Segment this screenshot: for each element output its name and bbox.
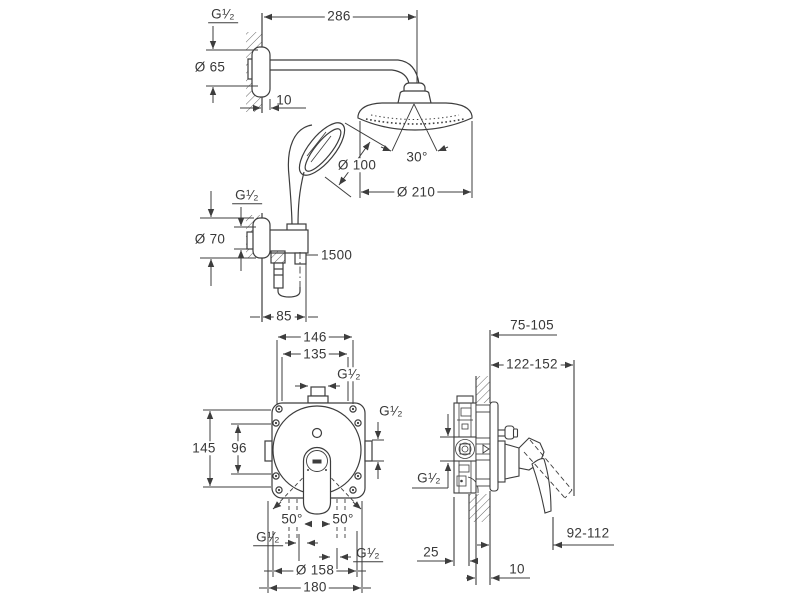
hand-shower-view: [246, 122, 346, 322]
diverter-knob: [504, 425, 515, 440]
label-holder-flange: Ø 70: [192, 232, 228, 246]
label-outer-hole-width: 146: [300, 330, 330, 344]
label-lever-projection: 92-112: [566, 525, 610, 541]
label-top-thread: G¹⁄₂: [334, 367, 364, 381]
label-depth-range-plate: 75-105: [510, 317, 554, 333]
label-spray-angle: 30°: [403, 150, 431, 164]
hand-shower-face: [298, 122, 346, 176]
label-box-depth: 25: [423, 544, 439, 560]
label-arm-length: 286: [324, 9, 354, 23]
label-bottom-thread-left: G¹⁄₂: [253, 530, 283, 546]
head-shower-view: [246, 13, 473, 131]
label-head-diameter: Ø 210: [394, 185, 438, 199]
side-port-left: [264, 440, 273, 462]
label-holder-projection: 85: [273, 309, 295, 323]
shower-hose: [277, 287, 301, 298]
mixer-front-view: [264, 386, 373, 540]
shower-holder: [268, 229, 309, 254]
lever-handle-front: [302, 446, 332, 515]
screw-holes: [272, 405, 362, 494]
label-escutcheon-diameter: Ø 158: [293, 563, 337, 577]
label-lever-angle-left: 50°: [278, 512, 306, 526]
holder-flange: [252, 217, 271, 259]
plate-side: [489, 401, 499, 492]
shower-head: [357, 102, 473, 131]
mixer-side-view: [453, 330, 575, 585]
label-lever-angle-right: 50°: [329, 512, 357, 526]
label-hose-length: 1500: [321, 247, 353, 263]
label-arm-wall-offset: 10: [276, 92, 292, 108]
arm-flange: [251, 46, 271, 98]
label-inlet-thread: G¹⁄₂: [417, 470, 441, 486]
label-inner-hole-height: 96: [228, 441, 250, 455]
label-outer-hole-height: 145: [189, 441, 219, 455]
inlet-port: [455, 439, 475, 459]
front-dimensions: [203, 333, 384, 593]
label-handshower-diameter: Ø 100: [335, 158, 379, 172]
label-wall-offset: 10: [509, 561, 525, 577]
label-flange-diameter: Ø 65: [192, 60, 228, 74]
side-port-right: [364, 440, 373, 462]
label-wall-thread: G¹⁄₂: [208, 7, 238, 23]
top-port: [307, 395, 329, 404]
label-bottom-thread-right: G¹⁄₂: [353, 546, 383, 562]
label-inner-hole-width: 135: [300, 347, 330, 361]
shower-arm: [270, 59, 420, 85]
hose-outlet: [294, 252, 307, 265]
label-depth-range-total: 122-152: [503, 357, 561, 371]
label-plate-width: 180: [300, 580, 330, 594]
label-side-thread: G¹⁄₂: [379, 403, 403, 419]
hand-shower-handle: [287, 124, 313, 227]
label-holder-thread: G¹⁄₂: [232, 188, 262, 204]
